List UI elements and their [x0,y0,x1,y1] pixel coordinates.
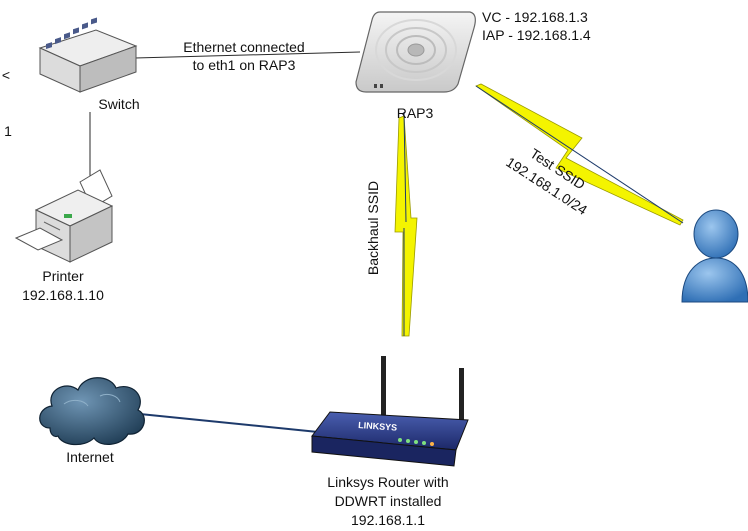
backhaul-ssid-label: Backhaul SSID [365,181,381,275]
margin-mark-top: < [2,67,10,83]
access-point-vc-address: VC - 192.168.1.3 [482,9,588,25]
user-icon [681,209,748,303]
test-ssid-lightning [475,83,684,226]
internet-link-line [129,412,319,433]
internet-label: Internet [66,449,114,465]
ethernet-link-label-line2: to eth1 on RAP3 [193,57,296,73]
access-point-iap-address: IAP - 192.168.1.4 [482,27,591,43]
backhaul-ssid-line-top [403,111,407,223]
router-brand-text: LINKSYS [358,420,398,433]
margin-mark-bottom: 1 [4,123,12,139]
router-label-line2: DDWRT installed [335,493,442,509]
router-ip: 192.168.1.1 [351,512,425,528]
printer-label: Printer [42,268,84,284]
test-ssid-line [475,85,684,224]
ethernet-link-line [134,51,361,59]
ethernet-link-label-line1: Ethernet connected [183,39,304,55]
printer-icon [14,169,114,263]
switch-label: Switch [98,96,139,112]
printer-ip: 192.168.1.10 [22,287,104,303]
router-label-line1: Linksys Router with [327,474,448,490]
switch-icon [38,17,138,93]
access-point-icon [355,11,476,93]
access-point-label: RAP3 [397,105,434,121]
backhaul-ssid-lightning [394,115,418,337]
linksys-router-icon: LINKSYS [311,356,469,467]
internet-cloud-icon [39,377,145,446]
